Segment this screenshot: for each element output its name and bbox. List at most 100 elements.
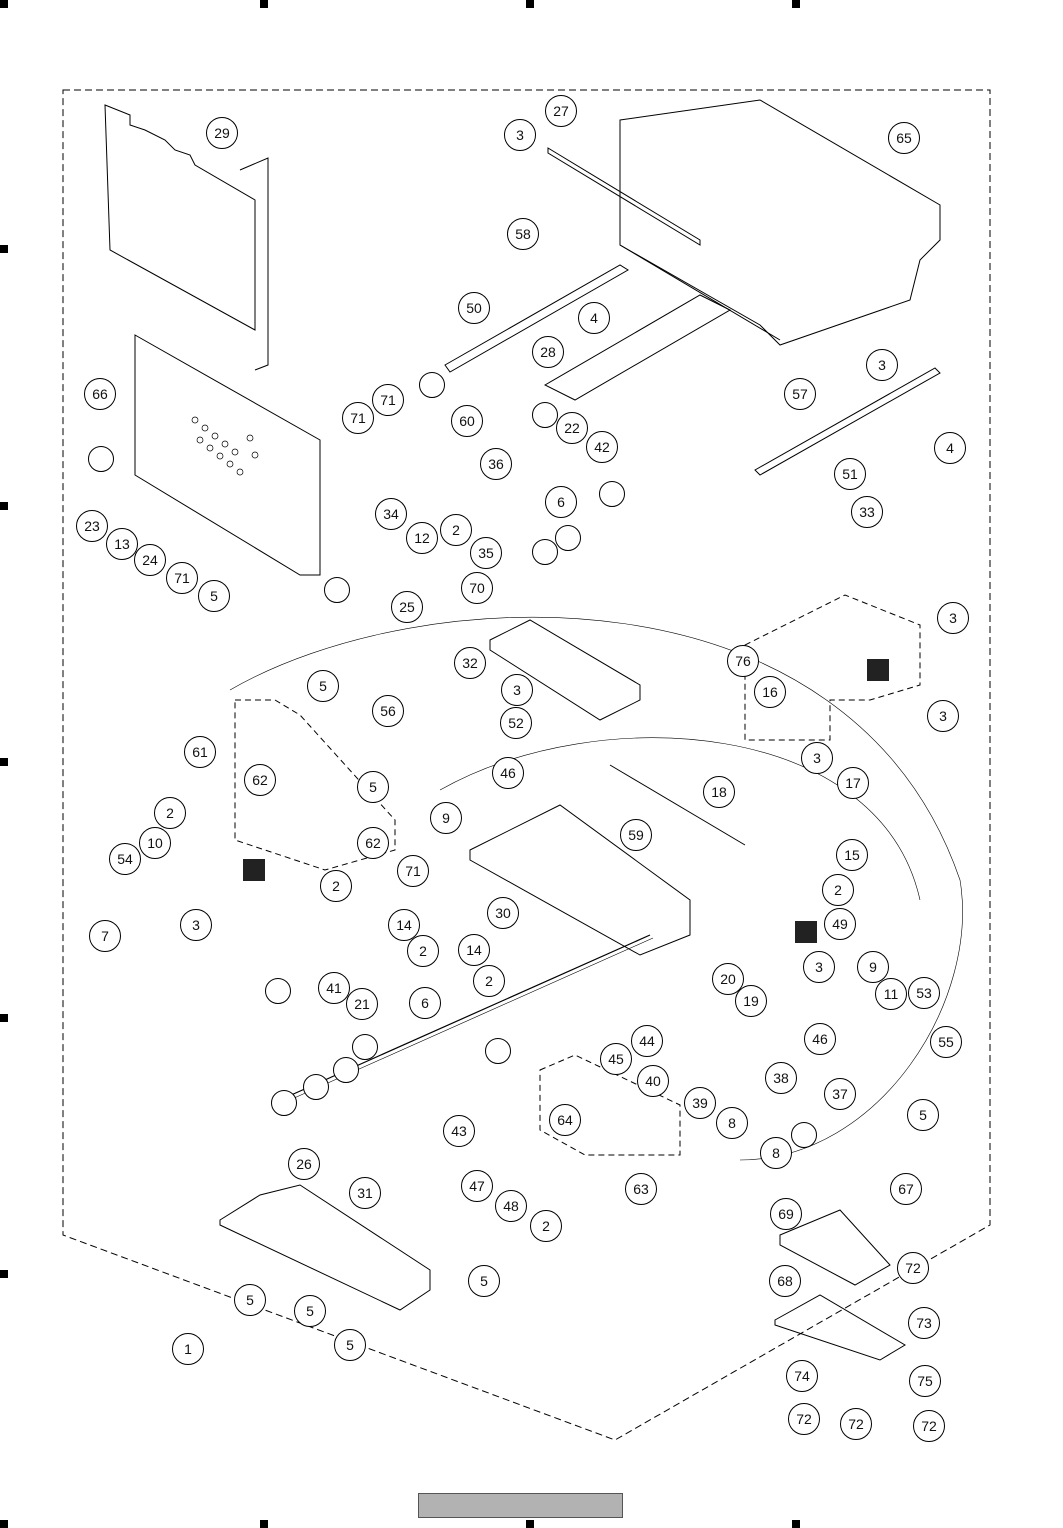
frame-part-66	[134, 334, 321, 576]
callout-3: 3	[866, 349, 898, 381]
callout-5: 5	[334, 1329, 366, 1361]
callout-66: 66	[84, 378, 116, 410]
callout-16: 16	[754, 676, 786, 708]
registration-mark	[0, 1270, 8, 1278]
callout-8: 8	[716, 1107, 748, 1139]
callout-3: 3	[801, 742, 833, 774]
callout-6: 6	[409, 987, 441, 1019]
callout-72: 72	[788, 1403, 820, 1435]
marker-square	[243, 859, 265, 881]
callout-31: 31	[349, 1177, 381, 1209]
callout-45: 45	[600, 1043, 632, 1075]
callout-27: 27	[545, 95, 577, 127]
callout-72: 72	[913, 1410, 945, 1442]
callout-11: 11	[875, 978, 907, 1010]
callout-76: 76	[727, 645, 759, 677]
callout-37: 37	[824, 1078, 856, 1110]
callout-67: 67	[890, 1173, 922, 1205]
callout-12: 12	[406, 522, 438, 554]
reference-marker	[324, 577, 350, 603]
callout-69: 69	[770, 1198, 802, 1230]
callout-7: 7	[89, 920, 121, 952]
registration-mark	[526, 0, 534, 8]
callout-33: 33	[851, 496, 883, 528]
registration-mark	[260, 1520, 268, 1528]
callout-71: 71	[342, 402, 374, 434]
callout-18: 18	[703, 776, 735, 808]
callout-64: 64	[549, 1104, 581, 1136]
reference-marker	[485, 1038, 511, 1064]
callout-56: 56	[372, 695, 404, 727]
registration-mark	[792, 0, 800, 8]
callout-22: 22	[556, 412, 588, 444]
rail-part-50	[444, 264, 629, 373]
callout-43: 43	[443, 1115, 475, 1147]
subassembly-boundary-63	[539, 1054, 681, 1156]
callout-47: 47	[461, 1170, 493, 1202]
callout-17: 17	[837, 767, 869, 799]
callout-5: 5	[294, 1295, 326, 1327]
callout-5: 5	[307, 670, 339, 702]
callout-51: 51	[834, 458, 866, 490]
callout-62: 62	[244, 764, 276, 796]
callout-30: 30	[487, 897, 519, 929]
callout-58: 58	[507, 218, 539, 250]
registration-mark	[0, 0, 8, 8]
callout-74: 74	[786, 1360, 818, 1392]
callout-61: 61	[184, 736, 216, 768]
callout-71: 71	[166, 562, 198, 594]
callout-6: 6	[545, 486, 577, 518]
callout-72: 72	[897, 1252, 929, 1284]
callout-41: 41	[318, 972, 350, 1004]
callout-68: 68	[769, 1265, 801, 1297]
callout-23: 23	[76, 510, 108, 542]
callout-2: 2	[822, 874, 854, 906]
callout-2: 2	[530, 1210, 562, 1242]
marker-square	[795, 921, 817, 943]
registration-mark	[0, 1520, 8, 1528]
callout-5: 5	[357, 771, 389, 803]
callout-71: 71	[372, 384, 404, 416]
plate-part-68	[779, 1209, 891, 1286]
callout-63: 63	[625, 1173, 657, 1205]
shaft-part-18	[609, 764, 746, 846]
reference-marker	[303, 1074, 329, 1100]
reference-marker	[791, 1122, 817, 1148]
reference-marker	[271, 1090, 297, 1116]
reference-marker	[333, 1057, 359, 1083]
callout-38: 38	[765, 1062, 797, 1094]
callout-55: 55	[930, 1026, 962, 1058]
callout-65: 65	[888, 122, 920, 154]
callout-4: 4	[934, 432, 966, 464]
callout-9: 9	[430, 802, 462, 834]
callout-44: 44	[631, 1025, 663, 1057]
callout-53: 53	[908, 977, 940, 1009]
callout-21: 21	[346, 988, 378, 1020]
callout-49: 49	[824, 908, 856, 940]
callout-72: 72	[840, 1408, 872, 1440]
chassis-part-65	[619, 99, 941, 346]
callout-14: 14	[388, 909, 420, 941]
footer-page-box	[418, 1493, 623, 1518]
callout-2: 2	[320, 870, 352, 902]
callout-5: 5	[198, 580, 230, 612]
reference-marker	[265, 978, 291, 1004]
callout-25: 25	[391, 591, 423, 623]
shield-part-29	[104, 104, 256, 331]
callout-35: 35	[470, 537, 502, 569]
plate-part-73	[774, 1294, 906, 1361]
reference-marker	[555, 525, 581, 551]
callout-62: 62	[357, 827, 389, 859]
callout-46: 46	[492, 757, 524, 789]
registration-mark	[792, 1520, 800, 1528]
callout-59: 59	[620, 819, 652, 851]
subassembly-boundary-61	[234, 699, 396, 871]
rail-part-51	[754, 367, 941, 476]
callout-34: 34	[375, 498, 407, 530]
callout-71: 71	[397, 855, 429, 887]
registration-mark	[260, 0, 268, 8]
reference-marker	[532, 539, 558, 565]
callout-29: 29	[206, 117, 238, 149]
assembly-boundary	[62, 89, 991, 1441]
